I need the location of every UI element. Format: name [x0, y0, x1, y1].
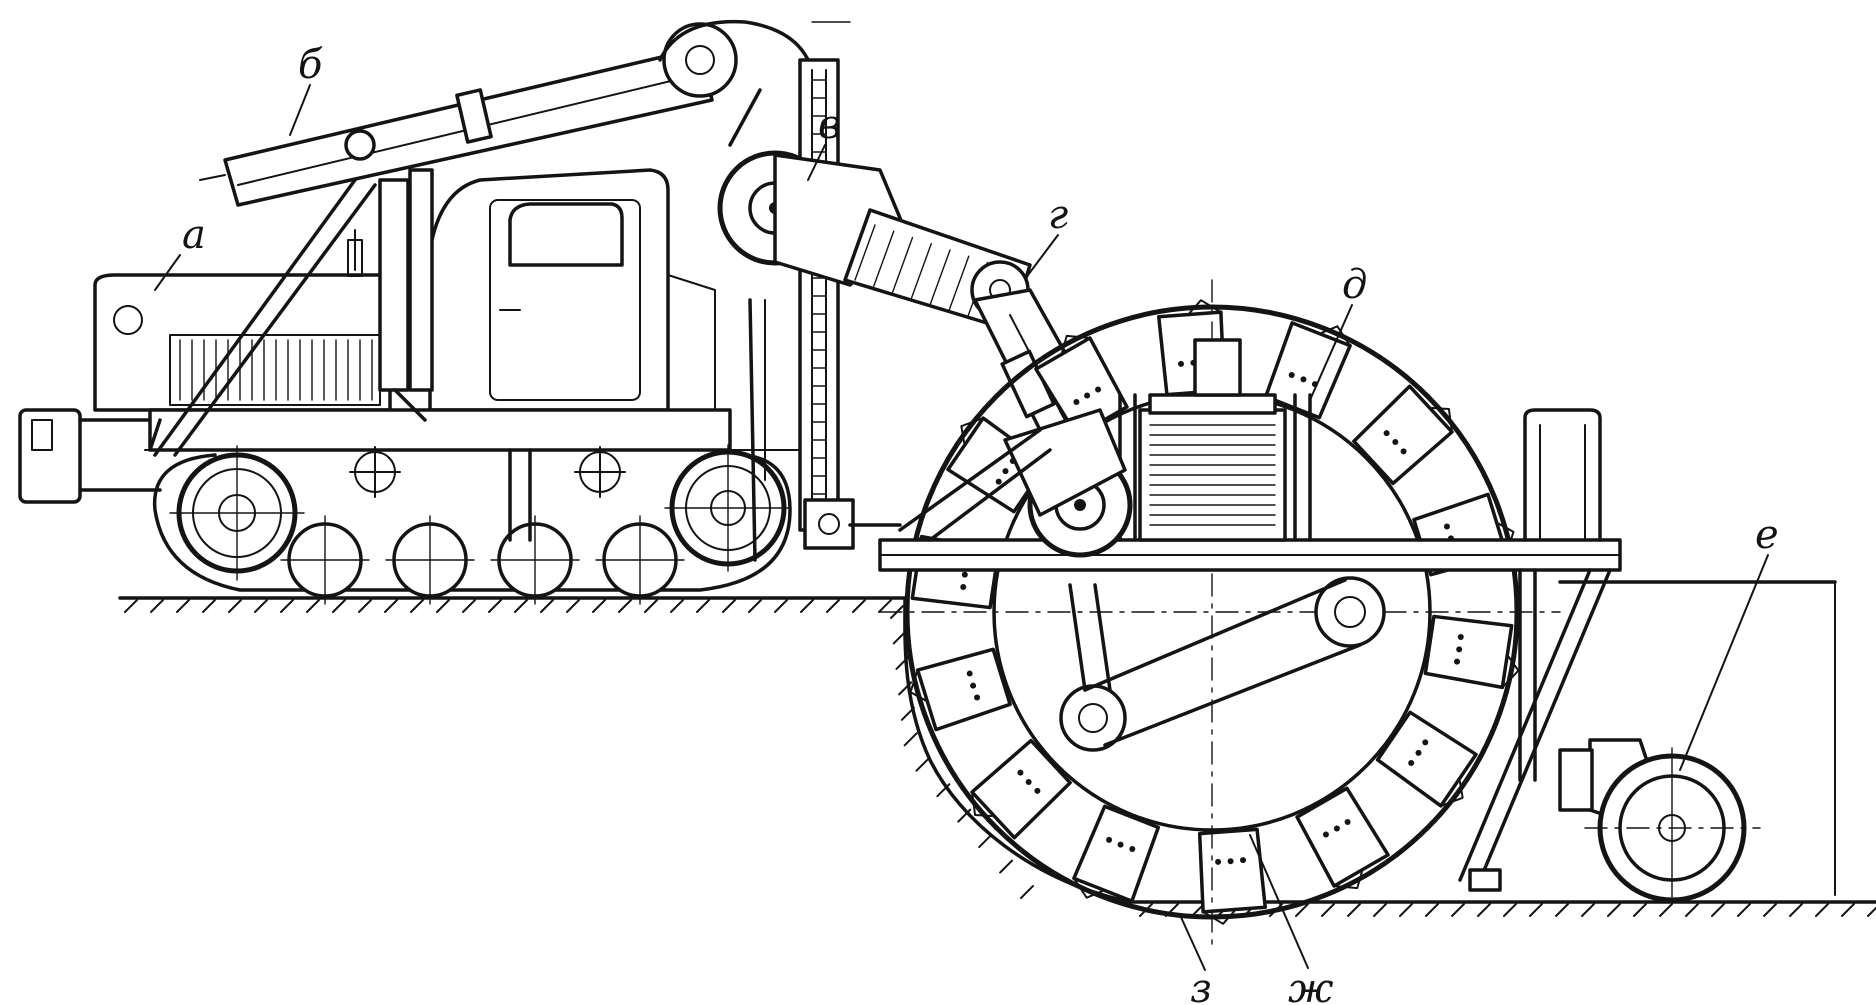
road-wheel	[385, 515, 475, 605]
rotor-bucket	[1197, 827, 1267, 925]
road-wheel	[595, 515, 685, 605]
rotor-bucket	[1352, 384, 1454, 486]
ground-surface-upper	[118, 596, 907, 613]
rear-support-wheel	[1558, 738, 1761, 903]
callout-labels: а б в г д е ж з	[182, 42, 1779, 1005]
rotor-bucket	[1072, 804, 1161, 903]
hydraulic-boom	[148, 19, 1102, 562]
label-a: а	[182, 212, 206, 258]
rotor-drive-linkage	[1059, 576, 1386, 752]
working-frame	[878, 338, 1622, 892]
label-g: г	[1048, 192, 1068, 238]
label-v: в	[818, 102, 841, 148]
rotor-wheel	[879, 279, 1561, 951]
tractor-base	[18, 168, 801, 605]
rotor-bucket	[1263, 321, 1352, 420]
rotor-bucket	[1295, 786, 1390, 890]
rotor-engine	[1118, 338, 1312, 542]
rear-sprocket	[169, 445, 305, 581]
rotor-bucket	[1034, 334, 1129, 438]
road-wheel	[490, 515, 580, 605]
leader-lines	[154, 84, 1769, 971]
label-e: е	[1755, 512, 1779, 558]
label-z: з	[1190, 966, 1212, 1005]
label-zh: ж	[1288, 966, 1334, 1005]
road-wheel	[280, 515, 370, 605]
rotor-bucket	[1375, 710, 1478, 808]
rotor-bucket	[909, 647, 1012, 732]
label-d: д	[1342, 262, 1367, 308]
rotor-bucket	[970, 738, 1072, 840]
rotor-bucket	[1423, 614, 1520, 690]
label-b: б	[298, 42, 323, 88]
